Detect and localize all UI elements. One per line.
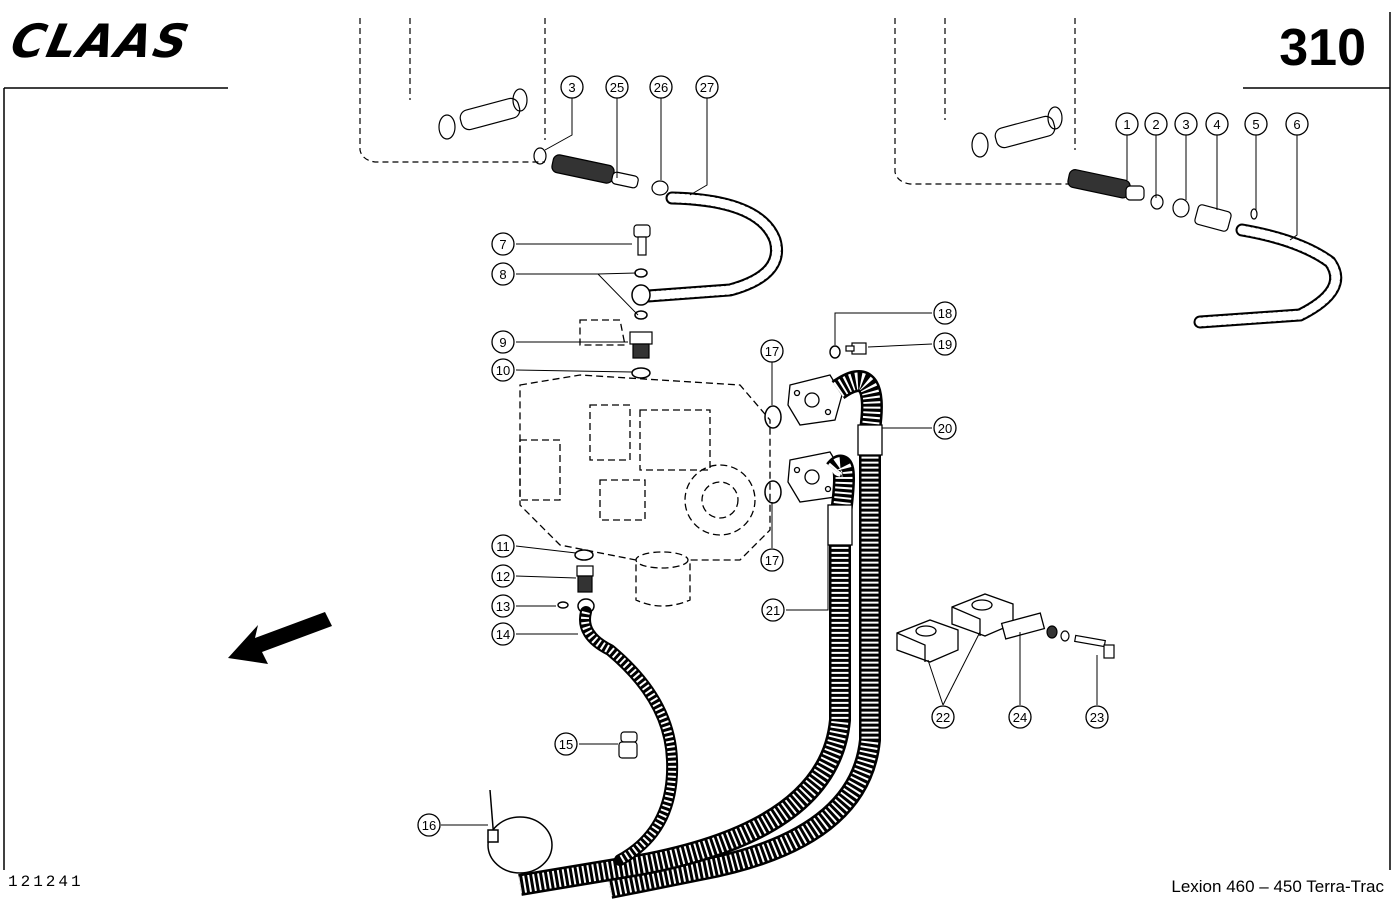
callout-label: 7 [499, 237, 506, 252]
callout-label: 14 [496, 627, 510, 642]
page-number: 310 [1279, 19, 1366, 77]
suction-strainer-left [533, 147, 669, 196]
callout-label: 25 [610, 80, 624, 95]
callout-label: 6 [1293, 117, 1300, 132]
tank-fitting-left [438, 88, 528, 140]
callout-11: 11 [491, 534, 515, 558]
drawing-number: 121241 [8, 873, 84, 891]
callout-17b: 17 [760, 548, 784, 572]
hose-21 [518, 454, 855, 896]
o-ring-17a [764, 405, 782, 429]
plug-15 [618, 731, 638, 759]
bolt-19 [845, 342, 867, 355]
callout-17a: 17 [760, 339, 784, 363]
callout-label: 13 [496, 599, 510, 614]
banjo-bolt-7 [633, 224, 651, 256]
callout-15: 15 [554, 732, 578, 756]
callout-23: 23 [1085, 705, 1109, 729]
washer-18 [829, 345, 841, 359]
callout-label: 4 [1213, 117, 1220, 132]
callout-3b: 3 [1174, 112, 1198, 136]
bolt-23 [1074, 634, 1115, 659]
callout-label: 24 [1013, 710, 1027, 725]
washer-8a [634, 268, 648, 278]
callout-8: 8 [491, 262, 515, 286]
callout-10: 10 [491, 358, 515, 382]
callout-label: 23 [1090, 710, 1104, 725]
banjo-union [631, 284, 651, 306]
fitting-9 [629, 331, 653, 359]
callout-label: 1 [1123, 117, 1130, 132]
callout-5: 5 [1244, 112, 1268, 136]
hose-14 [579, 606, 679, 866]
callout-label: 15 [559, 737, 573, 752]
callout-24: 24 [1008, 705, 1032, 729]
callout-6: 6 [1285, 112, 1309, 136]
adapter-12 [576, 565, 594, 593]
callout-4: 4 [1205, 112, 1229, 136]
callout-27: 27 [695, 75, 719, 99]
o-ring-13 [557, 601, 569, 609]
callout-label: 5 [1252, 117, 1259, 132]
callout-label: 8 [499, 267, 506, 282]
clamp-block-22a [896, 619, 959, 663]
direction-arrow-icon [228, 612, 332, 664]
leader-lines [441, 98, 1298, 826]
callout-7: 7 [491, 232, 515, 256]
callout-label: 20 [938, 421, 952, 436]
callout-label: 19 [938, 337, 952, 352]
nut [1046, 625, 1058, 639]
tank-fitting-right [971, 106, 1063, 158]
callout-label: 17 [765, 553, 779, 568]
o-ring-11 [574, 549, 594, 561]
flange-upper [787, 374, 843, 426]
callout-label: 12 [496, 569, 510, 584]
callout-label: 3 [1182, 117, 1189, 132]
sheet-frame [3, 12, 1391, 870]
callout-label: 27 [700, 80, 714, 95]
tank-outline-right [894, 18, 1076, 185]
callout-label: 26 [654, 80, 668, 95]
cover-plate-24 [1000, 612, 1046, 640]
callout-12: 12 [491, 564, 515, 588]
callout-20: 20 [933, 416, 957, 440]
callout-14: 14 [491, 622, 515, 646]
callouts: 3 25 26 27 1 2 3 4 5 6 7 8 9 10 17 18 19… [417, 75, 1309, 837]
callout-19: 19 [933, 332, 957, 356]
callout-22: 22 [931, 705, 955, 729]
callout-26: 26 [649, 75, 673, 99]
callout-13: 13 [491, 594, 515, 618]
callout-21: 21 [761, 598, 785, 622]
callout-label: 2 [1152, 117, 1159, 132]
callout-1: 1 [1115, 112, 1139, 136]
callout-label: 9 [499, 335, 506, 350]
callout-16: 16 [417, 813, 441, 837]
callout-25: 25 [605, 75, 629, 99]
machine-model: Lexion 460 – 450 Terra-Trac [1171, 877, 1384, 896]
callout-label: 21 [766, 603, 780, 618]
callout-label: 17 [765, 344, 779, 359]
washer-8b [634, 310, 648, 320]
callout-2: 2 [1144, 112, 1168, 136]
callout-label: 18 [938, 306, 952, 321]
o-ring-17b [764, 480, 782, 504]
callout-label: 10 [496, 363, 510, 378]
washer [1060, 630, 1070, 642]
callout-label: 3 [568, 80, 575, 95]
hose-clamp-16 [487, 789, 553, 874]
suction-strainer-right [1067, 169, 1258, 232]
tank-outline-left [359, 18, 546, 163]
callout-9: 9 [491, 330, 515, 354]
hydraulic-pump-body [519, 319, 771, 607]
callout-18: 18 [933, 301, 957, 325]
callout-label: 22 [936, 710, 950, 725]
callout-label: 11 [496, 539, 510, 554]
o-ring-10 [631, 367, 651, 379]
callout-3a: 3 [560, 75, 584, 99]
callout-label: 16 [422, 818, 436, 833]
